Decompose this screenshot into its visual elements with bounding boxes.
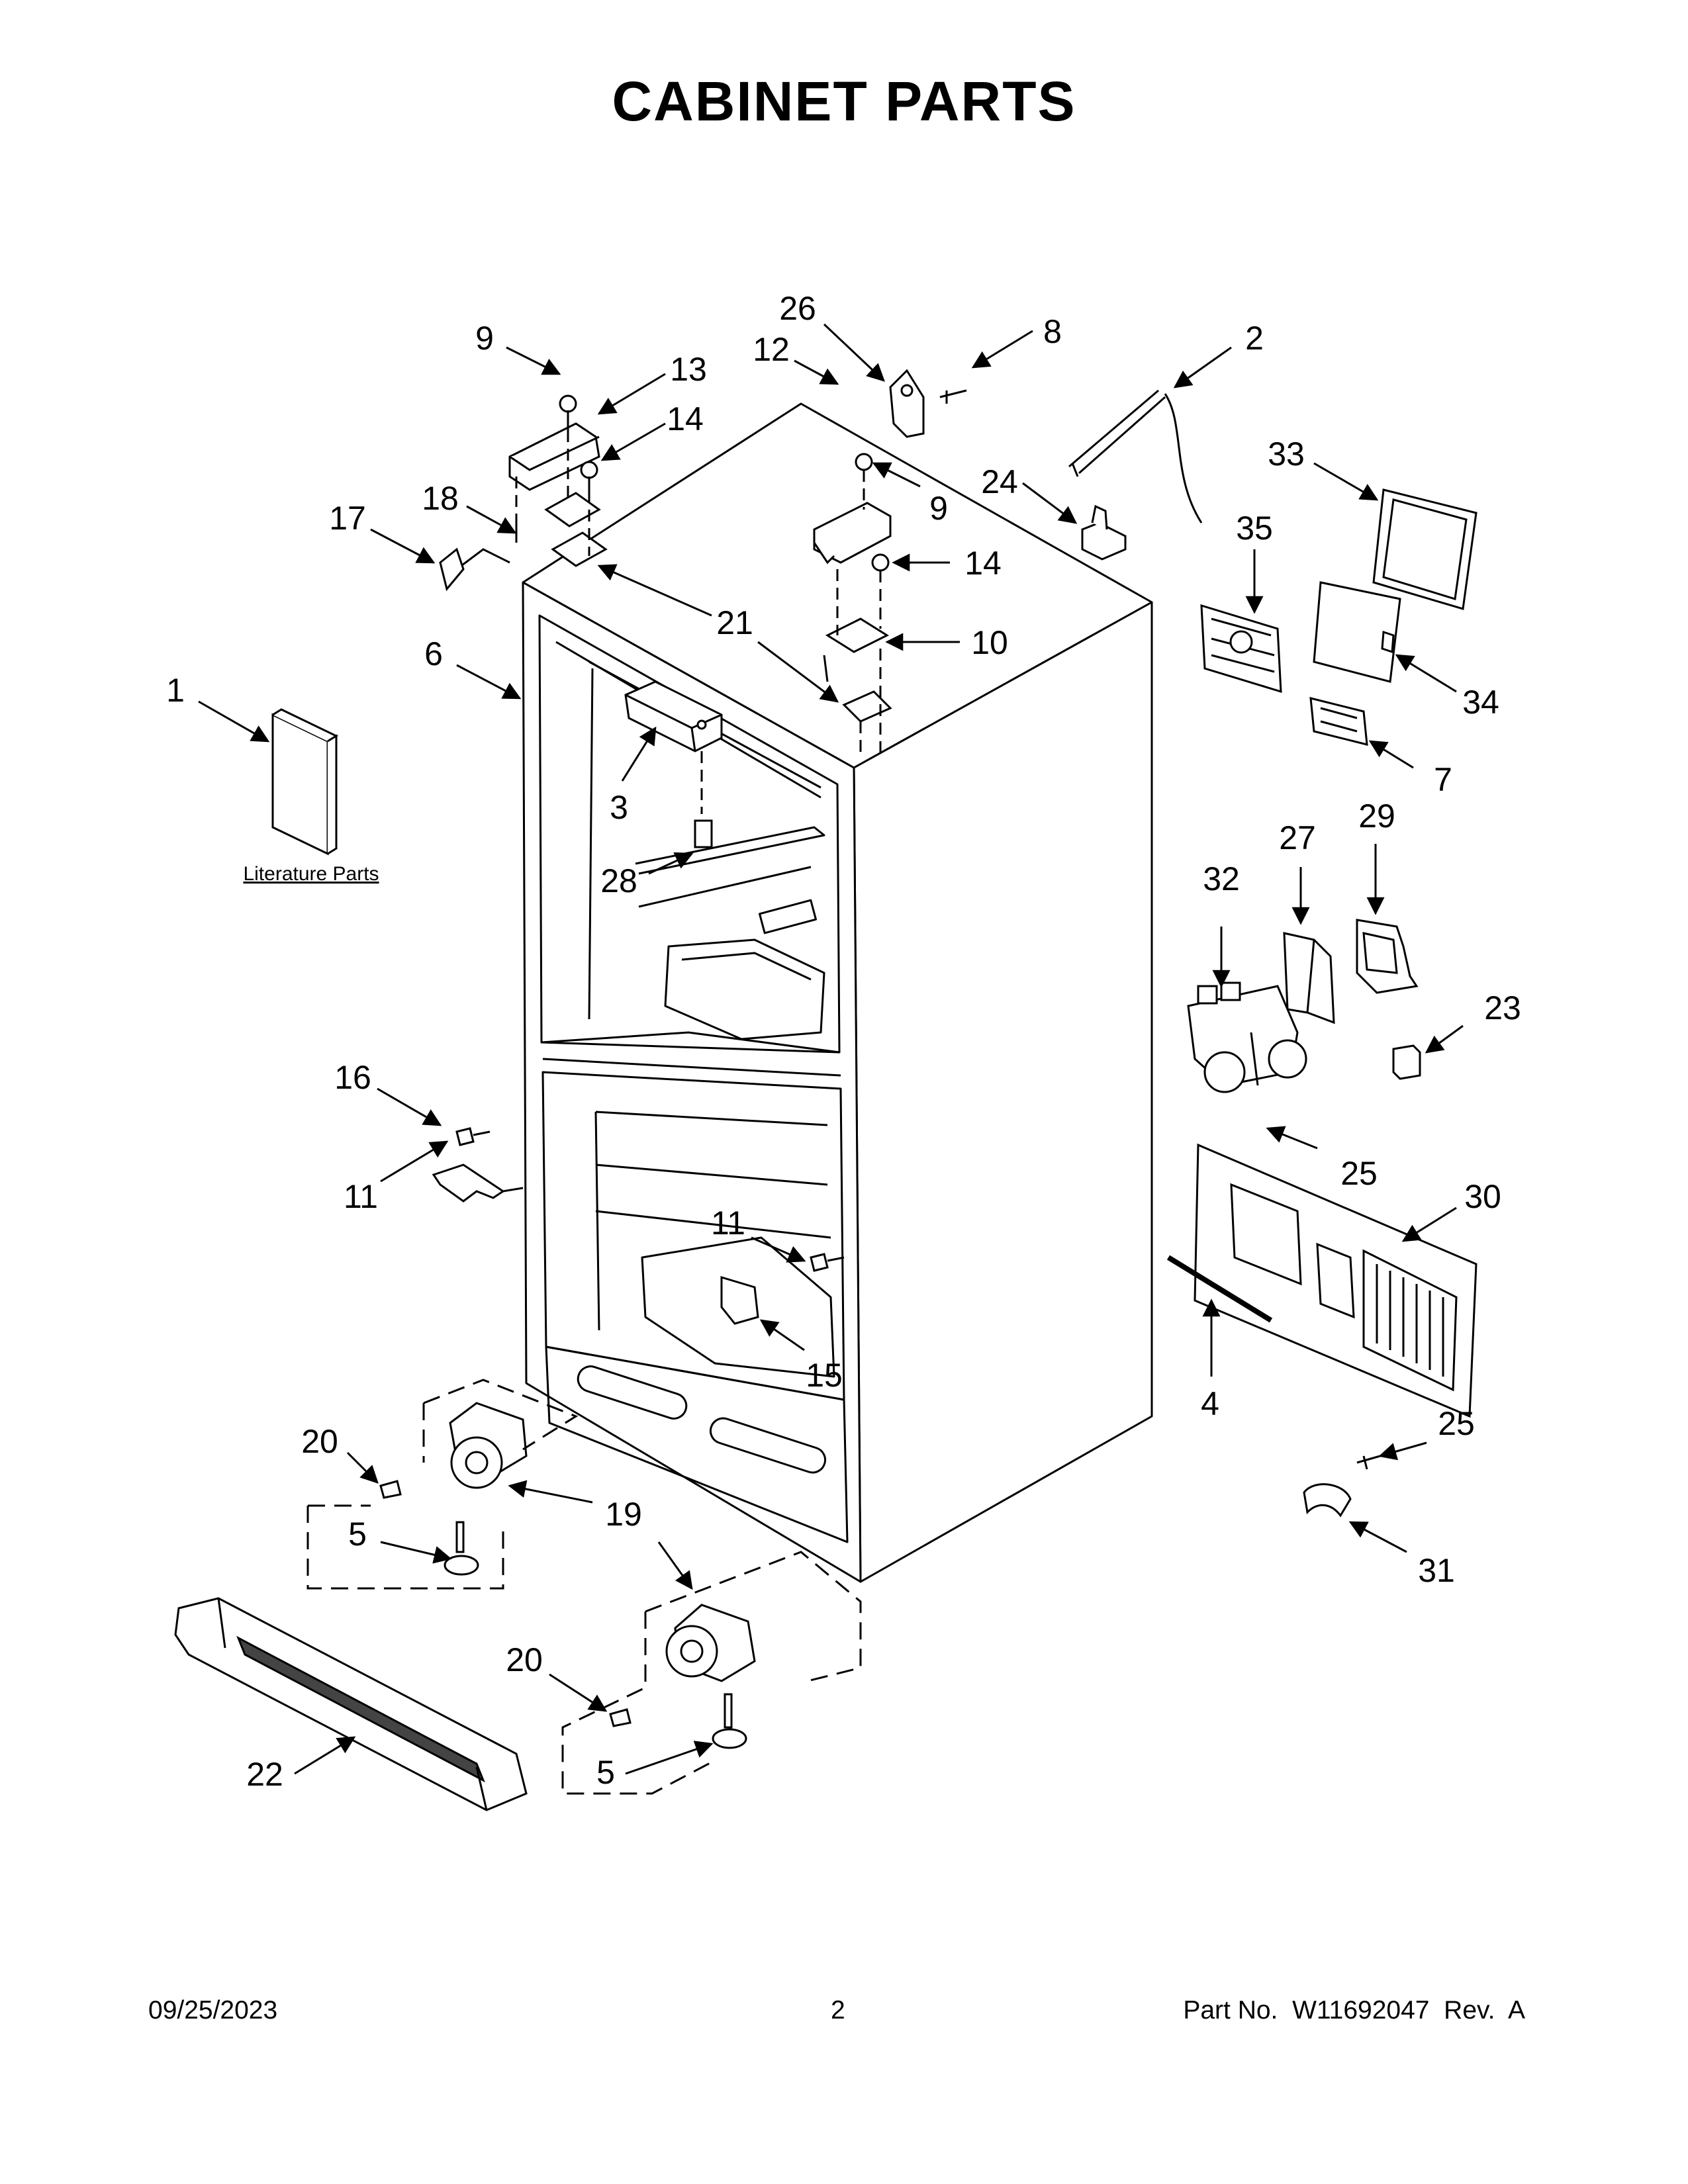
part-24: [1081, 504, 1127, 561]
callout-label: 19: [605, 1496, 642, 1533]
bracket-26: [889, 369, 967, 438]
callout-label: 9: [929, 490, 948, 527]
callout-label: 9: [475, 320, 494, 357]
part-27: [1283, 932, 1335, 1024]
callout-label: 30: [1464, 1178, 1501, 1215]
literature-parts: [271, 708, 339, 856]
callout-label: 34: [1462, 684, 1499, 721]
roller-assembly-left: [379, 1402, 528, 1576]
callout-label: 27: [1279, 819, 1316, 856]
cover-34: [1313, 581, 1401, 683]
callout-label: 35: [1236, 510, 1273, 547]
footer-date: 09/25/2023: [148, 1996, 278, 2025]
control-board-35: [1200, 604, 1282, 694]
part-3: [624, 680, 723, 752]
callout-label: 1: [166, 672, 185, 709]
callout-label: 20: [506, 1641, 543, 1678]
panel-30: [1194, 1143, 1477, 1418]
part-29: [1356, 919, 1419, 994]
page-title: CABINET PARTS: [612, 70, 1076, 132]
callout-label: 12: [753, 331, 790, 368]
callout-label: 10: [971, 624, 1008, 661]
callouts: [198, 323, 1464, 1775]
clamp-31: [1303, 1455, 1381, 1518]
water-tube-2: [1068, 389, 1203, 523]
callout-label: 5: [596, 1754, 615, 1791]
part-23: [1392, 1044, 1421, 1080]
screw-28: [694, 819, 713, 848]
callout-label: 33: [1268, 435, 1305, 473]
callout-label: 14: [667, 400, 704, 437]
callout-label: 16: [334, 1059, 371, 1096]
callout-label: 14: [964, 545, 1002, 582]
bracket-16: [432, 1163, 524, 1203]
callout-label: 22: [246, 1756, 283, 1793]
callout-label: 11: [344, 1178, 378, 1215]
valve-32: [1187, 981, 1307, 1093]
callout-label: 11: [711, 1205, 745, 1242]
left-hinge-assembly: [439, 394, 608, 592]
callout-label: 4: [1201, 1385, 1219, 1422]
callout-label: 24: [981, 463, 1018, 500]
center-hinge-assembly: [813, 453, 892, 723]
footer-part-number: Part No. W11692047 Rev. A: [1183, 1996, 1525, 2025]
screw-11-left: [455, 1127, 491, 1146]
callout-label: 3: [610, 789, 628, 826]
board-7: [1309, 697, 1368, 746]
callout-label: 21: [716, 604, 753, 641]
callout-label: 13: [670, 351, 707, 388]
callout-label: 20: [301, 1423, 338, 1460]
callout-label: 25: [1438, 1405, 1475, 1442]
callout-labels: 9 13 14 18 17 21 6 1 26 8 2 12 9 24 14 1…: [166, 290, 1521, 1793]
cover-33: [1372, 488, 1477, 610]
callout-label: 23: [1484, 989, 1521, 1026]
callout-label: 6: [424, 635, 443, 672]
callout-label: 15: [806, 1357, 843, 1394]
callout-label: 17: [329, 500, 366, 537]
callout-label: 32: [1203, 860, 1240, 897]
callout-label: 2: [1245, 320, 1264, 357]
callout-label: 7: [1434, 761, 1452, 798]
callout-label: 5: [348, 1516, 367, 1553]
callout-label: 8: [1043, 313, 1062, 350]
callout-label: 29: [1358, 797, 1395, 835]
callout-label: 18: [422, 480, 459, 517]
callout-label: 31: [1418, 1552, 1455, 1589]
literature-parts-label: Literature Parts: [243, 863, 379, 885]
screw-11-center: [810, 1253, 845, 1272]
bracket-15: [720, 1275, 759, 1325]
callout-label: 28: [600, 862, 637, 899]
callout-label: 26: [779, 290, 816, 327]
roller-assembly-right: [609, 1604, 756, 1749]
footer-page-number: 2: [831, 1996, 845, 2025]
grille-22: [174, 1597, 528, 1811]
callout-label: 25: [1340, 1155, 1378, 1192]
seal-4: [1166, 1255, 1273, 1323]
